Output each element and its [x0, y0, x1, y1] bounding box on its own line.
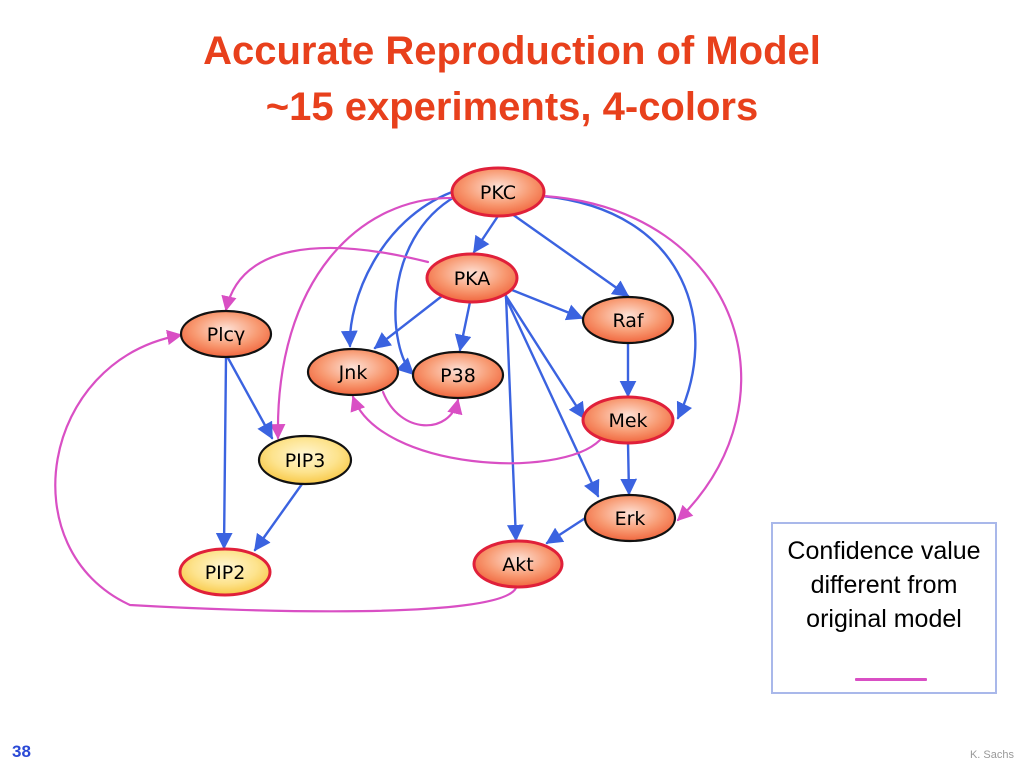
edge-akt-to-plcg [54, 329, 518, 613]
edge-erk-to-akt [545, 513, 592, 545]
node-erk-shape [583, 493, 677, 543]
node-pkc-shape [450, 166, 546, 218]
legend-text: Confidence value different from original… [787, 537, 981, 633]
legend-pink-line [855, 678, 927, 681]
edge-mek-to-jnk [350, 395, 602, 465]
edge-mek-to-erk [620, 441, 638, 496]
edge-pka-to-akt [504, 294, 524, 542]
node-p38-label: P38 [440, 365, 476, 387]
edge-pkc-to-raf [510, 212, 630, 298]
node-akt: Akt [472, 539, 564, 589]
node-mek-shape [581, 395, 675, 445]
edge-pkc-to-pka [472, 214, 500, 254]
node-erk-label: Erk [615, 508, 646, 530]
node-erk: Erk [583, 493, 677, 543]
node-pip2-shape [178, 547, 272, 597]
node-jnk-shape [306, 347, 400, 397]
slide-number: 38 [12, 742, 31, 761]
node-pip2-label: PIP2 [205, 562, 246, 584]
edge-pka-to-p38 [454, 300, 472, 352]
node-pka-label: PKA [454, 268, 491, 290]
edge-pkc-to-mek [540, 194, 697, 420]
edge-pkc-to-pip3 [270, 196, 458, 440]
node-p38-shape [411, 350, 505, 400]
edge-pka-to-jnk [373, 294, 444, 350]
node-akt-label: Akt [502, 554, 533, 576]
edge-pkc-to-jnk [340, 190, 454, 348]
edge-pka-to-raf [510, 288, 584, 321]
node-raf: Raf [581, 295, 675, 345]
node-pip3-label: PIP3 [285, 450, 326, 472]
node-akt-shape [472, 539, 564, 589]
node-pka: PKA [425, 252, 519, 304]
node-pkc-label: PKC [480, 182, 516, 204]
node-mek-label: Mek [608, 410, 647, 432]
edge-pka-to-mek [504, 294, 586, 420]
edge-plcg-to-pip3 [226, 356, 274, 440]
node-p38: P38 [411, 350, 505, 400]
edge-pka-to-erk [504, 296, 600, 498]
node-pip3-shape [257, 434, 353, 486]
node-plcg: Plcγ [179, 309, 273, 359]
node-raf-shape [581, 295, 675, 345]
node-pka-shape [425, 252, 519, 304]
slide-title-line-1: Accurate Reproduction of Model [203, 29, 821, 73]
node-jnk: Jnk [306, 347, 400, 397]
node-jnk-label: Jnk [338, 362, 368, 384]
node-plcg-shape [179, 309, 273, 359]
author-credit: K. Sachs [969, 749, 1014, 761]
node-pkc: PKC [450, 166, 546, 218]
edge-pka-to-plcg [221, 246, 430, 312]
node-pip2: PIP2 [178, 547, 272, 597]
node-plcg-label: Plcγ [207, 324, 245, 346]
edge-pkc-to-erk [542, 194, 743, 522]
node-pip3: PIP3 [257, 434, 353, 486]
slide-title-line-2: ~15 experiments, 4-colors [265, 85, 759, 129]
edge-plcg-to-pip2 [215, 356, 233, 550]
edge-jnk-to-p38 [381, 390, 463, 427]
node-raf-label: Raf [612, 310, 644, 332]
edge-pkc-to-p38 [394, 194, 458, 376]
node-mek: Mek [581, 395, 675, 445]
legend-box: Confidence value different from original… [771, 522, 997, 694]
edge-pip3-to-pip2 [253, 482, 304, 552]
